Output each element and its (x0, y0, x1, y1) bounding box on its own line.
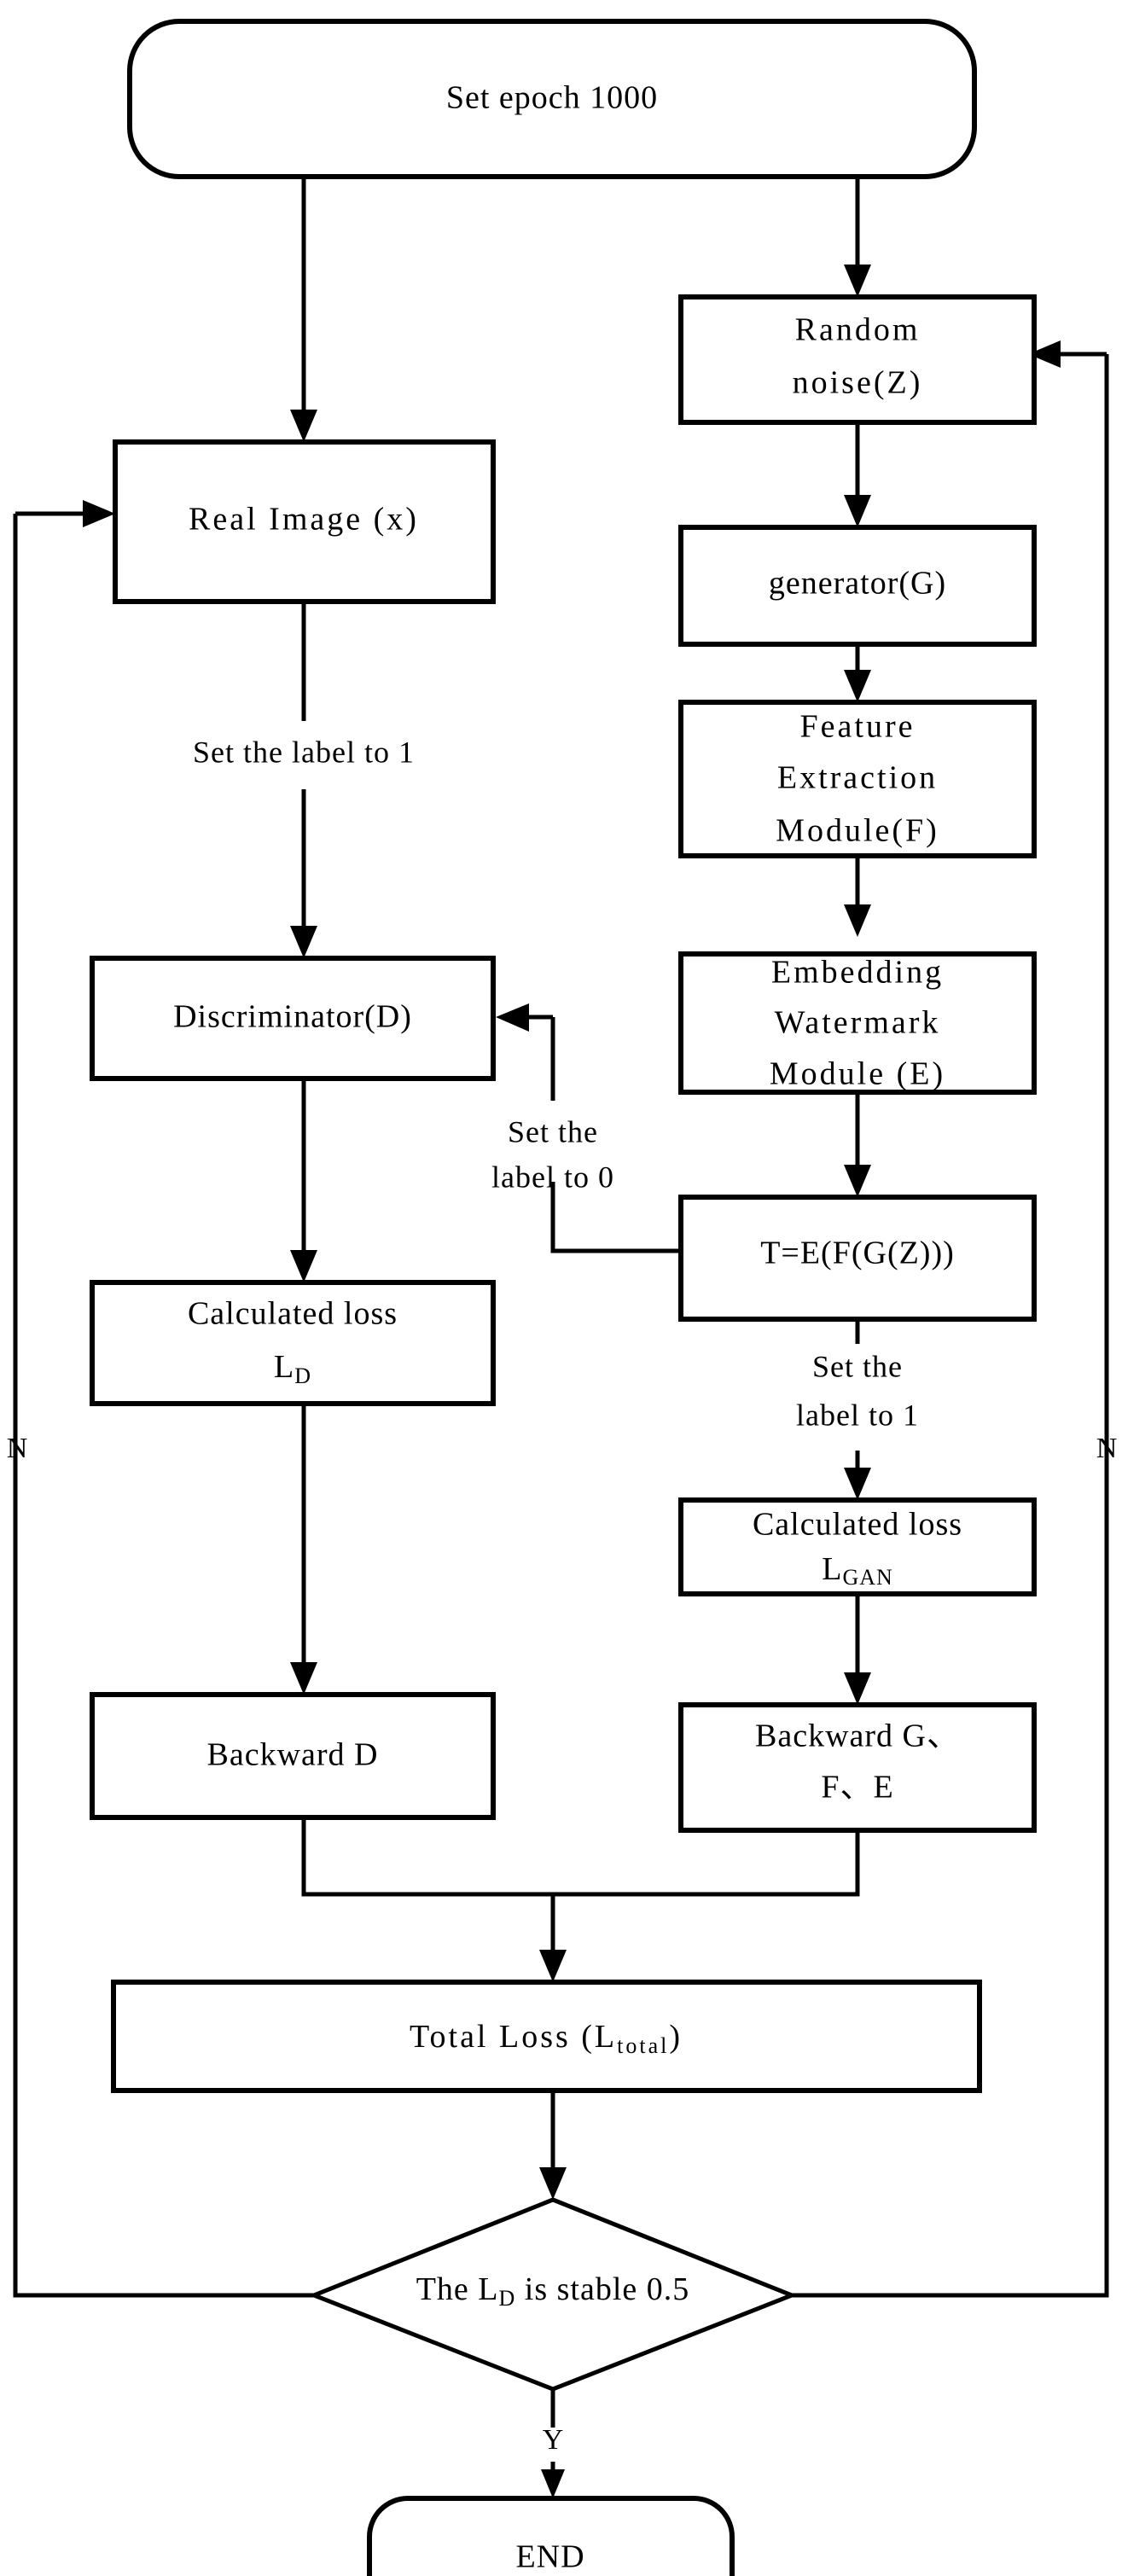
edge-random-noise-to-generator (844, 422, 871, 527)
total-loss-shape (111, 1980, 982, 2093)
edge-t-expression-to-loss-gan (844, 1319, 871, 1500)
feature-extraction-label-line2: Extraction (777, 760, 938, 796)
loss-d-subscript: D (294, 1364, 311, 1388)
edge-label-set-label-to-1-right-line1: Set the (812, 1349, 903, 1383)
node-loss-d[interactable]: Calculated loss LD (90, 1280, 496, 1406)
random-noise-label-line2: noise(Z) (793, 365, 923, 401)
loss-gan-shape (678, 1497, 1037, 1596)
decision-shape (308, 2197, 798, 2392)
node-backward-d[interactable]: Backward D (90, 1692, 496, 1820)
loss-d-label-line1: Calculated loss (188, 1296, 398, 1332)
start-label: Set epoch 1000 (446, 80, 658, 116)
node-decision[interactable]: The LD is stable 0.5 (308, 2197, 798, 2392)
t-expression-label: T=E(F(G(Z))) (760, 1236, 955, 1271)
end-shape (367, 2496, 735, 2576)
backward-d-shape (90, 1692, 496, 1820)
feature-extraction-label-line1: Feature (800, 709, 916, 745)
branch-label-no-right: N (1096, 1433, 1118, 1464)
backward-gfe-label-line1: Backward G、 (755, 1718, 960, 1754)
node-loss-gan[interactable]: Calculated loss LGAN (678, 1497, 1037, 1596)
real-image-label: Real Image (x) (189, 502, 419, 538)
node-embedding-watermark[interactable]: Embedding Watermark Module (E) (678, 951, 1037, 1095)
feature-extraction-shape (678, 700, 1037, 858)
node-real-image[interactable]: Real Image (x) (113, 439, 496, 604)
branch-label-no-left: N (7, 1433, 28, 1464)
node-total-loss[interactable]: Total Loss (Ltotal) (111, 1980, 982, 2093)
total-loss-tail: ) (669, 2019, 683, 2055)
t-expression-shape (678, 1195, 1037, 1322)
feature-extraction-label-line3: Module(F) (776, 813, 939, 849)
edge-label-set-label-to-1-left: Set the label to 1 (193, 735, 415, 769)
node-t-expression[interactable]: T=E(F(G(Z))) (678, 1195, 1037, 1322)
edge-label-set-label-to-0-line2: label to 0 (491, 1160, 614, 1194)
discriminator-shape (90, 956, 496, 1081)
backward-gfe-shape (678, 1702, 1037, 1833)
edge-label-set-label-to-0-line1: Set the (508, 1114, 598, 1148)
decision-subscript: D (499, 2286, 516, 2311)
edge-start-to-real-image (290, 177, 317, 442)
decision-base: The L (416, 2271, 499, 2307)
loss-gan-symbol: L (822, 1551, 842, 1587)
loss-gan-subscript: GAN (842, 1565, 892, 1590)
edge-total-loss-to-decision (539, 2090, 567, 2200)
backward-gfe-label-line2: F、E (821, 1770, 893, 1806)
embedding-watermark-shape (678, 951, 1037, 1095)
branch-label-yes: Y (543, 2424, 564, 2456)
node-discriminator[interactable]: Discriminator(D) (90, 956, 496, 1081)
decision-tail: is stable 0.5 (515, 2271, 689, 2307)
total-loss-base: Total Loss (L (410, 2019, 617, 2055)
decision-label: The LD is stable 0.5 (416, 2271, 690, 2311)
edge-t-expression-to-discriminator (496, 1003, 678, 1253)
total-loss-label: Total Loss (Ltotal) (410, 2019, 683, 2058)
edge-embedding-to-t-expression (844, 1092, 871, 1197)
loss-d-symbol: L (274, 1349, 294, 1385)
end-label: END (515, 2539, 584, 2575)
edge-start-to-random-noise (844, 177, 871, 297)
node-generator[interactable]: generator(G) (678, 525, 1037, 647)
random-noise-shape (678, 294, 1037, 425)
loss-d-label-line2: LD (274, 1349, 311, 1388)
node-end[interactable]: END (367, 2496, 735, 2576)
edge-generator-to-feature-extraction (844, 644, 871, 702)
generator-label: generator(G) (769, 566, 946, 602)
backward-d-label: Backward D (207, 1737, 379, 1773)
edge-decision-yes-to-end (541, 2389, 565, 2498)
node-backward-gfe[interactable]: Backward G、 F、E (678, 1702, 1037, 1833)
discriminator-label: Discriminator(D) (173, 999, 412, 1035)
total-loss-subscript: total (617, 2033, 669, 2058)
edge-backwards-join-to-total-loss (301, 1817, 860, 1982)
node-start[interactable]: Set epoch 1000 (127, 19, 977, 179)
edge-loss-gan-to-backward-gfe (844, 1594, 871, 1705)
node-feature-extraction[interactable]: Feature Extraction Module(F) (678, 700, 1037, 858)
node-random-noise[interactable]: Random noise(Z) (678, 294, 1037, 425)
edge-real-image-to-discriminator (290, 602, 317, 958)
edge-discriminator-to-loss-d (290, 1079, 317, 1282)
real-image-shape (113, 439, 496, 604)
loss-gan-label-line2: LGAN (822, 1551, 893, 1590)
embedding-watermark-label-line3: Module (E) (770, 1056, 945, 1092)
edge-decision-no-right-to-random-noise (792, 340, 1109, 2298)
loss-d-shape (90, 1280, 496, 1406)
edge-feature-extraction-to-embedding (844, 856, 871, 937)
edge-decision-no-left-to-real-image (13, 500, 314, 2298)
start-shape (127, 19, 977, 179)
loss-gan-label-line1: Calculated loss (753, 1507, 962, 1543)
edge-loss-d-to-backward-d (290, 1404, 317, 1695)
random-noise-label-line1: Random (795, 312, 921, 348)
embedding-watermark-label-line2: Watermark (775, 1005, 941, 1041)
generator-shape (678, 525, 1037, 647)
embedding-watermark-label-line1: Embedding (771, 955, 944, 991)
edge-label-set-label-to-1-right-line2: label to 1 (796, 1398, 919, 1432)
